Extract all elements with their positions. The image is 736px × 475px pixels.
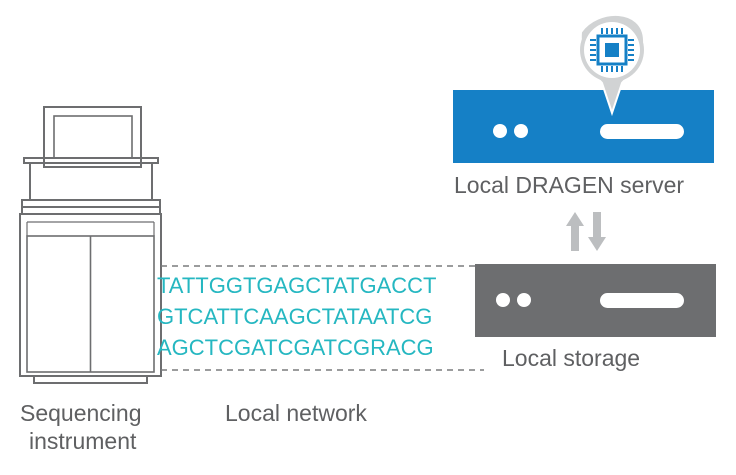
- up-down-arrows-icon: [566, 212, 606, 251]
- network-label: Local network: [225, 400, 367, 426]
- local-storage-icon: [475, 264, 716, 337]
- sequence-line-3: AGCTCGATCGATCGRACG: [157, 335, 434, 360]
- chip-icon: [590, 28, 634, 72]
- sequence-line-2: GTCATTCAAGCTATAATCG: [157, 304, 433, 329]
- server-label: Local DRAGEN server: [454, 172, 685, 198]
- storage-label: Local storage: [502, 345, 641, 371]
- sequencing-instrument-icon: [19, 106, 162, 384]
- chip-pin-icon: [579, 13, 646, 117]
- instrument-label-line1: Sequencing: [20, 400, 142, 426]
- sequence-line-1: TATTGGTGAGCTATGACCT: [157, 273, 437, 298]
- instrument-label-line2: instrument: [29, 428, 137, 454]
- network-dashed-lines: [161, 265, 484, 371]
- dragen-server-icon: [453, 90, 714, 163]
